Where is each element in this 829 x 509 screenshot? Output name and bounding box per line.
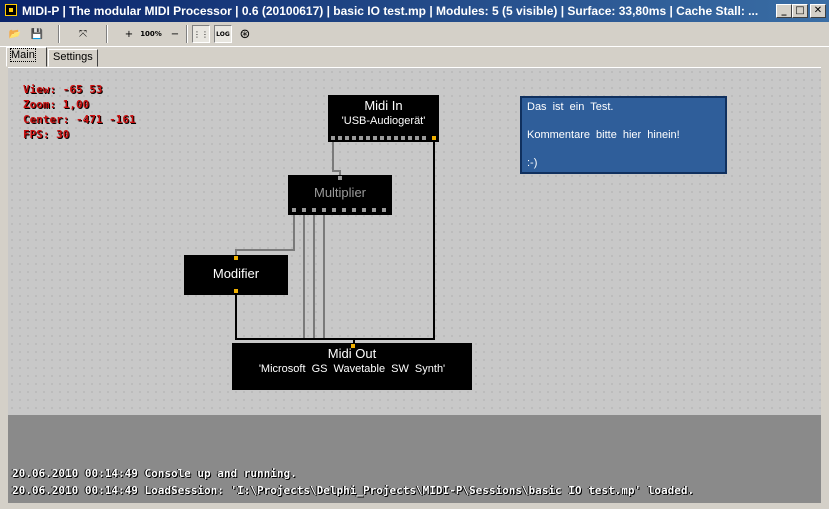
module-midi-out-name: Midi Out	[327, 346, 377, 361]
zoom-readout: Zoom: 1,00	[23, 98, 90, 111]
port-modifier-in[interactable]	[234, 256, 238, 260]
patch-canvas[interactable]: View: -65 53 Zoom: 1,00 Center: -471 -16…	[8, 67, 821, 416]
app-icon[interactable]	[5, 4, 17, 16]
module-modifier[interactable]: Modifier	[184, 255, 288, 295]
minimize-button[interactable]: _	[776, 4, 792, 18]
open-icon[interactable]: 📂	[8, 28, 22, 40]
port-multiplier-out[interactable]	[382, 208, 386, 212]
port-midi-in-out[interactable]	[352, 136, 356, 140]
comment-line: Kommentare bitte hier hinein!	[527, 129, 680, 141]
tab-settings-label: Settings	[53, 51, 93, 63]
port-midi-in-out[interactable]	[345, 136, 349, 140]
fps-readout: FPS: 30	[23, 128, 70, 141]
toolbar: 📂 💾 ⤧ + 100% − ⋮⋮ LOG ⊛	[0, 22, 829, 47]
module-multiplier-name: Multiplier	[313, 185, 366, 200]
port-midi-in-out[interactable]	[394, 136, 398, 140]
tab-settings[interactable]: Settings	[48, 49, 98, 67]
module-modifier-name: Modifier	[212, 266, 260, 281]
tab-main[interactable]: Main	[6, 47, 47, 67]
port-multiplier-out[interactable]	[312, 208, 316, 212]
port-multiplier-out[interactable]	[292, 208, 296, 212]
console-line: 20.06.2010 00:14:49 Console up and runni…	[12, 467, 297, 480]
zoom-100-icon[interactable]: 100%	[140, 30, 162, 38]
port-multiplier-out[interactable]	[322, 208, 326, 212]
arrange-icon[interactable]: ⤧	[79, 28, 87, 40]
midi-connector-icon[interactable]: ⊛	[239, 26, 251, 42]
module-midi-out[interactable]: Midi Out 'Microsoft GS Wavetable SW Synt…	[232, 343, 472, 390]
port-multiplier-out[interactable]	[372, 208, 376, 212]
log-toggle-icon[interactable]: LOG	[214, 25, 232, 43]
connection-wires	[235, 141, 435, 344]
title-bar: MIDI-P | The modular MIDI Processor | 0.…	[0, 0, 829, 22]
port-midi-in-out[interactable]	[401, 136, 405, 140]
module-midi-out-device: 'Microsoft GS Wavetable SW Synth'	[258, 363, 446, 375]
port-midi-in-out[interactable]	[408, 136, 412, 140]
console-line: 20.06.2010 00:14:49 LoadSession: 'I:\Pro…	[12, 484, 695, 497]
port-midi-in-out[interactable]	[338, 136, 342, 140]
port-midi-in-out[interactable]	[373, 136, 377, 140]
wire-midiin-multiplier	[332, 141, 341, 177]
wire-midiin-midiout	[353, 141, 435, 344]
port-multiplier-out[interactable]	[352, 208, 356, 212]
module-midi-in-device: 'USB-Audiogerät'	[341, 115, 426, 127]
port-midi-in-out-active[interactable]	[432, 136, 436, 140]
wire-modifier-midiout	[235, 293, 354, 340]
port-multiplier-in[interactable]	[338, 176, 342, 180]
tab-bar: Main Settings	[0, 47, 829, 67]
toolbar-separator	[58, 25, 60, 43]
toolbar-separator	[186, 25, 188, 43]
port-midi-in-out[interactable]	[366, 136, 370, 140]
comment-box[interactable]: Das ist ein Test. Kommentare bitte hier …	[520, 96, 727, 174]
comment-line: Das ist ein Test.	[527, 101, 614, 113]
window-title: MIDI-P | The modular MIDI Processor | 0.…	[22, 4, 759, 18]
module-midi-in-name: Midi In	[364, 98, 403, 113]
port-midi-out-in[interactable]	[351, 344, 355, 348]
port-midi-in-out[interactable]	[422, 136, 426, 140]
wire-multiplier-midiout-1	[303, 213, 354, 340]
zoom-in-icon[interactable]: +	[124, 28, 134, 40]
port-multiplier-out[interactable]	[342, 208, 346, 212]
comment-line	[527, 143, 720, 157]
port-midi-in-out[interactable]	[359, 136, 363, 140]
port-multiplier-out[interactable]	[362, 208, 366, 212]
port-modifier-out[interactable]	[234, 289, 238, 293]
wire-multiplier-modifier	[235, 213, 295, 255]
port-midi-in-out[interactable]	[380, 136, 384, 140]
port-multiplier-out[interactable]	[332, 208, 336, 212]
comment-line: :-)	[527, 157, 538, 169]
maximize-button[interactable]: □	[792, 4, 808, 18]
grid-toggle-icon[interactable]: ⋮⋮	[192, 25, 210, 43]
comment-line	[527, 115, 720, 129]
toolbar-separator	[106, 25, 108, 43]
port-midi-in-out[interactable]	[387, 136, 391, 140]
module-midi-in[interactable]: Midi In 'USB-Audiogerät'	[328, 95, 439, 142]
tab-main-label: Main	[10, 48, 36, 62]
close-button[interactable]: ✕	[810, 4, 826, 18]
zoom-out-icon[interactable]: −	[170, 28, 180, 40]
console-panel: 20.06.2010 00:14:49 Console up and runni…	[8, 415, 821, 503]
save-icon[interactable]: 💾	[30, 28, 44, 40]
view-readout: View: -65 53	[23, 83, 103, 96]
center-readout: Center: -471 -161	[23, 113, 136, 126]
port-multiplier-out[interactable]	[302, 208, 306, 212]
port-midi-in-out[interactable]	[331, 136, 335, 140]
port-midi-in-out[interactable]	[415, 136, 419, 140]
